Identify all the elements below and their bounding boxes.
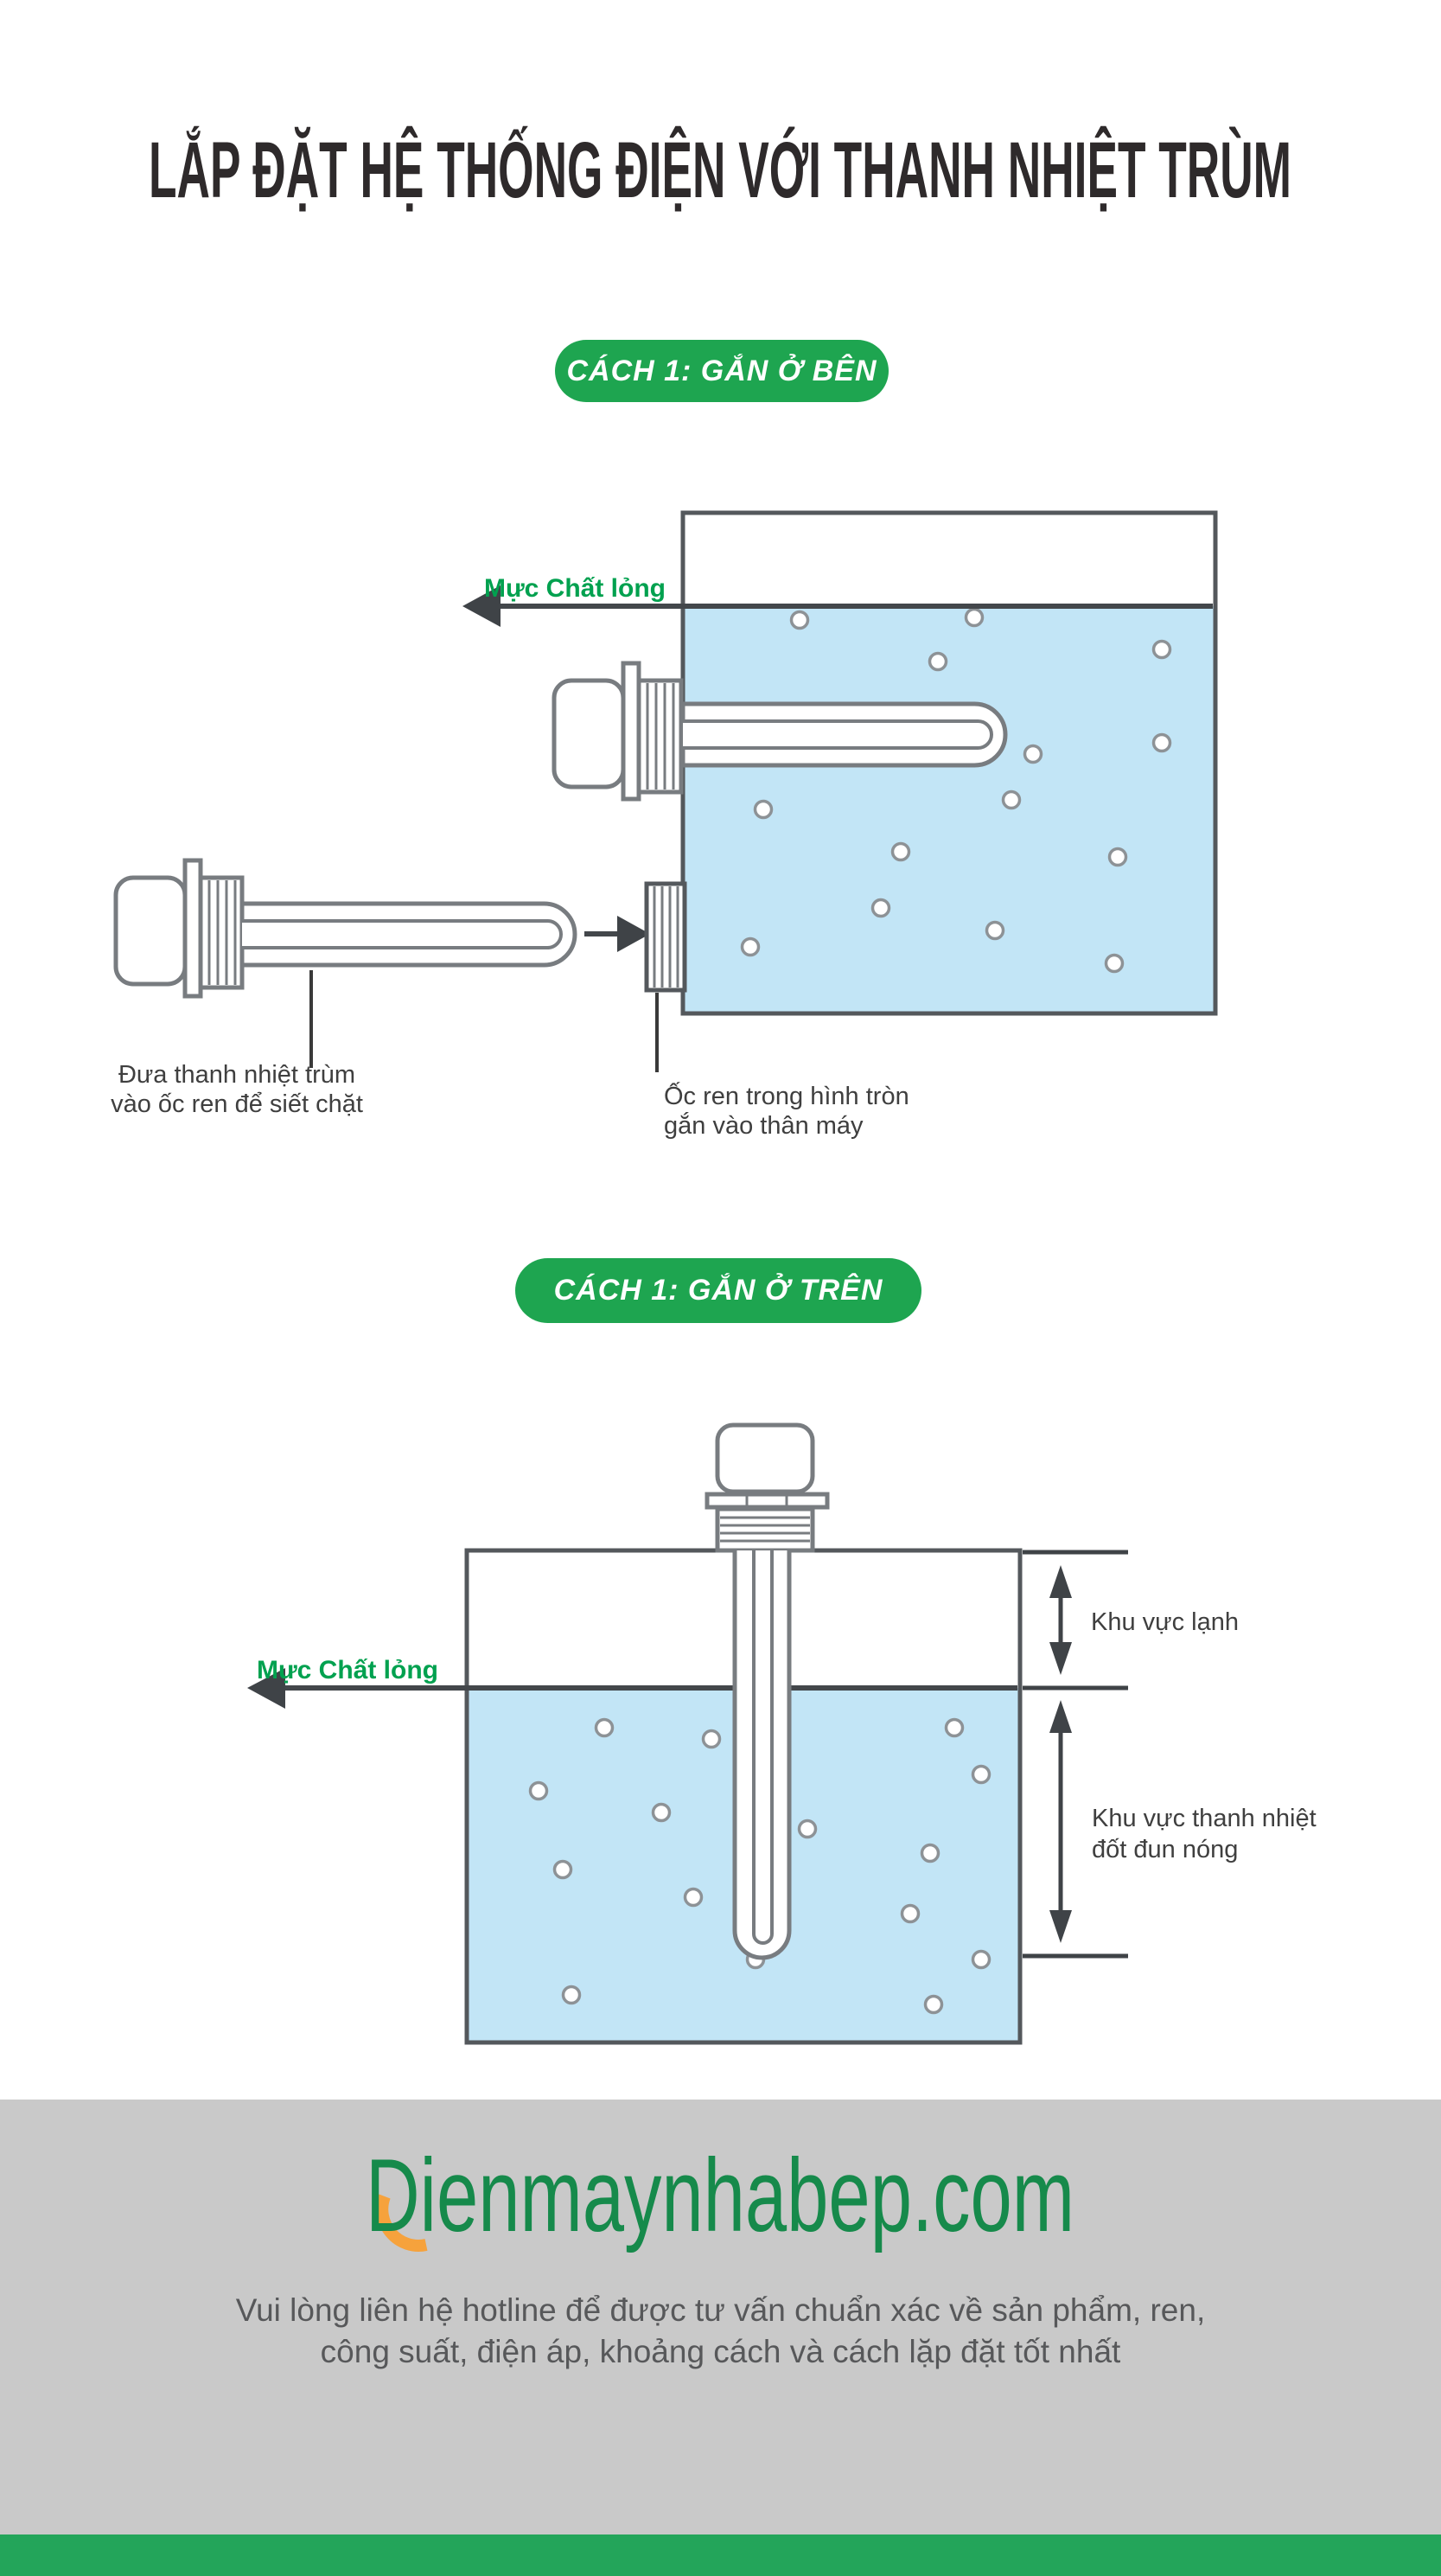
- heater-cap: [113, 875, 188, 987]
- heater-cap: [552, 678, 626, 789]
- socket-label-line2: gắn vào thân máy: [664, 1111, 864, 1140]
- diagram-side-mount: Mực Chất lỏng Đưa thanh nhiệt trùm vào ố…: [111, 510, 1218, 1140]
- heating-element-mounted: [552, 661, 1008, 802]
- title-block: LẮP ĐẶT HỆ THỐNG ĐIỆN VỚI THANH NHIỆT TR…: [149, 125, 1291, 214]
- insert-label-line2: vào ốc ren để siết chặt: [111, 1090, 363, 1118]
- liquid-level-arrowhead-icon: [462, 585, 501, 627]
- heater-tube-inner: [683, 719, 993, 750]
- badge-top-mount: CÁCH 1: GẮN Ở TRÊN: [515, 1258, 921, 1323]
- liquid-level-label: Mực Chất lỏng: [484, 574, 666, 603]
- insert-arrowhead-icon: [617, 916, 650, 952]
- diagram-top-mount: Mực Chất lỏng Khu vực lạnh Khu vực thanh…: [247, 1422, 1317, 2045]
- logo-orange-swoosh-icon: [376, 2194, 428, 2252]
- cold-zone-dim-arrow: [1049, 1565, 1072, 1675]
- footer: [0, 2100, 1441, 2534]
- hot-zone-label-line1: Khu vực thanh nhiệt: [1092, 1805, 1317, 1832]
- footer-tagline-line2: công suất, điện áp, khoảng cách và cách …: [320, 2334, 1121, 2369]
- socket-label-line1: Ốc ren trong hình tròn: [664, 1081, 909, 1110]
- water-bubbles: [740, 607, 1172, 974]
- heater-tube-inner: [752, 1550, 774, 1945]
- hot-zone-label-line2: đốt đun nóng: [1092, 1836, 1238, 1863]
- footer-tagline: Vui lòng liên hệ hotline để được tư vấn …: [0, 2290, 1441, 2373]
- footer-tagline-line1: Vui lòng liên hệ hotline để được tư vấn …: [235, 2292, 1206, 2328]
- cold-zone-label: Khu vực lạnh: [1091, 1608, 1239, 1636]
- heating-element-free: [113, 858, 577, 999]
- heater-flange: [705, 1492, 830, 1510]
- footer-logo-text: Dienmaynhabep.com: [366, 2138, 1074, 2253]
- liquid-level-label: Mực Chất lỏng: [257, 1656, 438, 1684]
- liquid-level-arrowhead-icon: [247, 1668, 285, 1709]
- badge-side-mount-label: CÁCH 1: GẮN Ở BÊN: [566, 354, 877, 387]
- heater-flange: [621, 661, 641, 802]
- heater-thread: [715, 1506, 815, 1553]
- heater-thread: [636, 678, 684, 795]
- heater-flange: [182, 858, 203, 999]
- hot-zone-dim-arrow: [1049, 1700, 1072, 1943]
- heater-cap: [715, 1422, 815, 1494]
- threaded-socket: [644, 881, 687, 993]
- badge-side-mount: CÁCH 1: GẮN Ở BÊN: [555, 340, 889, 402]
- heating-element-top: [705, 1422, 830, 1960]
- bottom-accent-bar: [0, 2534, 1441, 2576]
- footer-logo: Dienmaynhabep.com: [366, 2138, 1074, 2253]
- page-title: LẮP ĐẶT HỆ THỐNG ĐIỆN VỚI THANH NHIỆT TR…: [149, 125, 1291, 214]
- heater-tube-inner: [242, 919, 563, 949]
- badge-top-mount-label: CÁCH 1: GẮN Ở TRÊN: [553, 1274, 883, 1307]
- insert-label-line1: Đưa thanh nhiệt trùm: [118, 1061, 355, 1089]
